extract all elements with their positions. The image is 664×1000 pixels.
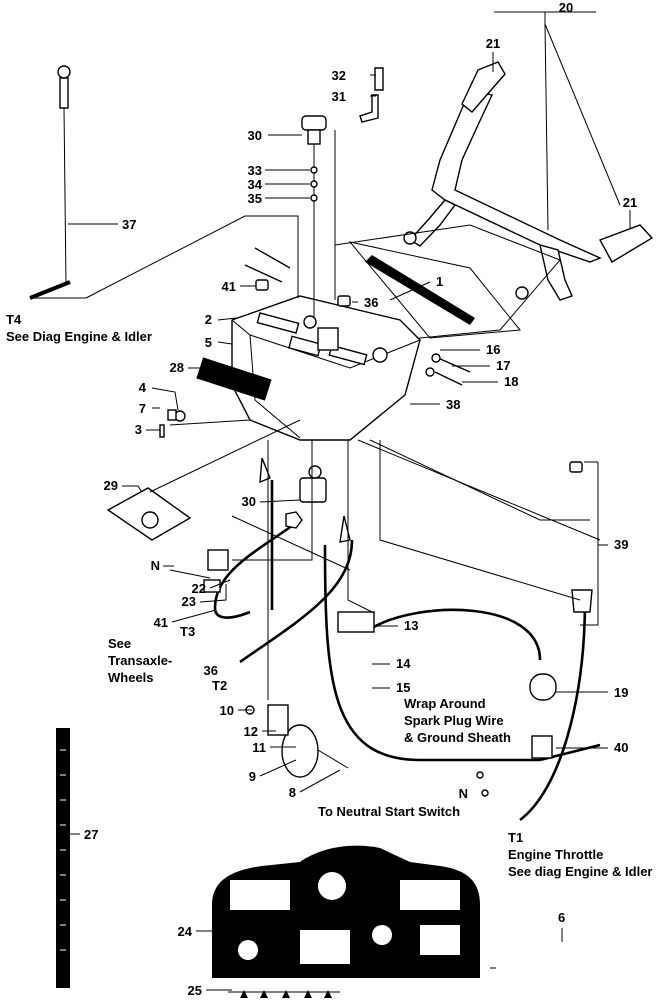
- pod-hardware: [159, 67, 583, 473]
- leader-lines: [30, 215, 601, 700]
- decal-strip-1: [365, 255, 475, 325]
- dipstick: [29, 65, 71, 300]
- callout-40: 40: [614, 740, 628, 755]
- wrap-note-3: & Ground Sheath: [404, 730, 511, 745]
- callout-30a: 30: [248, 128, 262, 143]
- cables: [213, 480, 601, 822]
- wrap-note-1: Wrap Around: [404, 696, 486, 711]
- callout-7: 7: [139, 401, 146, 416]
- callout-2: 2: [205, 312, 212, 327]
- callout-leaders: [68, 11, 631, 991]
- callout-21a: 21: [486, 36, 500, 51]
- terminal-t4: T4: [6, 312, 22, 327]
- callout-36a: 36: [364, 295, 378, 310]
- callout-1: 1: [436, 274, 443, 289]
- callout-29: 29: [104, 478, 118, 493]
- callout-32: 32: [332, 68, 346, 83]
- callout-15: 15: [396, 680, 410, 695]
- callout-35: 35: [248, 191, 262, 206]
- left-grip: [461, 61, 506, 113]
- t1-note-2: See diag Engine & Idler: [508, 864, 652, 879]
- warning-decal-25: [228, 990, 340, 998]
- transaxle-note-1: See: [108, 636, 131, 651]
- terminal-t1: T1: [508, 830, 523, 845]
- callout-36b: 36: [204, 663, 218, 678]
- callout-37: 37: [122, 217, 136, 232]
- callout-39: 39: [614, 537, 628, 552]
- callout-22: 22: [192, 581, 206, 596]
- dash-pod: [196, 255, 475, 441]
- terminal-t2: T2: [212, 678, 227, 693]
- callout-27: 27: [84, 827, 98, 842]
- callout-18: 18: [504, 374, 518, 389]
- decal-strip-28: [196, 357, 272, 401]
- ruler-decal-27: [56, 728, 70, 988]
- t1-note-1: Engine Throttle: [508, 847, 603, 862]
- callout-13: 13: [404, 618, 418, 633]
- callout-11: 11: [252, 740, 266, 755]
- neutral-start-note: To Neutral Start Switch: [318, 804, 460, 819]
- callout-9: 9: [249, 769, 256, 784]
- bracket-plate-29: [106, 487, 192, 541]
- callout-41a: 41: [222, 279, 236, 294]
- callout-n-a: N: [151, 558, 160, 573]
- callout-14: 14: [396, 656, 411, 671]
- transaxle-note-2: Transaxle-: [108, 653, 172, 668]
- callout-28: 28: [170, 360, 184, 375]
- reference-notes: T4 See Diag Engine & Idler T3 See Transa…: [6, 312, 652, 879]
- callout-16: 16: [486, 342, 500, 357]
- callout-34: 34: [248, 177, 263, 192]
- callout-8: 8: [289, 785, 296, 800]
- key-switch-30: [301, 115, 327, 131]
- callout-41b: 41: [154, 615, 168, 630]
- callout-6: 6: [558, 910, 565, 925]
- callout-3: 3: [135, 422, 142, 437]
- callout-4: 4: [139, 380, 147, 395]
- callout-23: 23: [182, 594, 196, 609]
- handlebar: [334, 61, 654, 341]
- callout-33: 33: [248, 163, 262, 178]
- wrap-note-2: Spark Plug Wire: [404, 713, 504, 728]
- callout-numbers: 20 21 21 32 31 30 33 34 35 37 41 36 1 2 …: [84, 0, 637, 998]
- callout-19: 19: [614, 685, 628, 700]
- callout-24: 24: [178, 924, 193, 939]
- callout-38: 38: [446, 397, 460, 412]
- t4-reference: See Diag Engine & Idler: [6, 329, 152, 344]
- callout-31: 31: [332, 89, 346, 104]
- callout-20: 20: [559, 0, 573, 15]
- transaxle-note-3: Wheels: [108, 670, 154, 685]
- callout-21b: 21: [623, 195, 637, 210]
- callout-10: 10: [220, 703, 234, 718]
- callout-30b: 30: [242, 494, 256, 509]
- right-grip: [598, 224, 654, 263]
- callout-12: 12: [244, 724, 258, 739]
- callout-25: 25: [188, 983, 202, 998]
- callout-n-b: N: [459, 786, 468, 801]
- terminal-t3: T3: [180, 624, 195, 639]
- callout-17: 17: [496, 358, 510, 373]
- dash-decal-24: [212, 845, 480, 978]
- callout-5: 5: [205, 335, 212, 350]
- lower-parts: [169, 457, 593, 797]
